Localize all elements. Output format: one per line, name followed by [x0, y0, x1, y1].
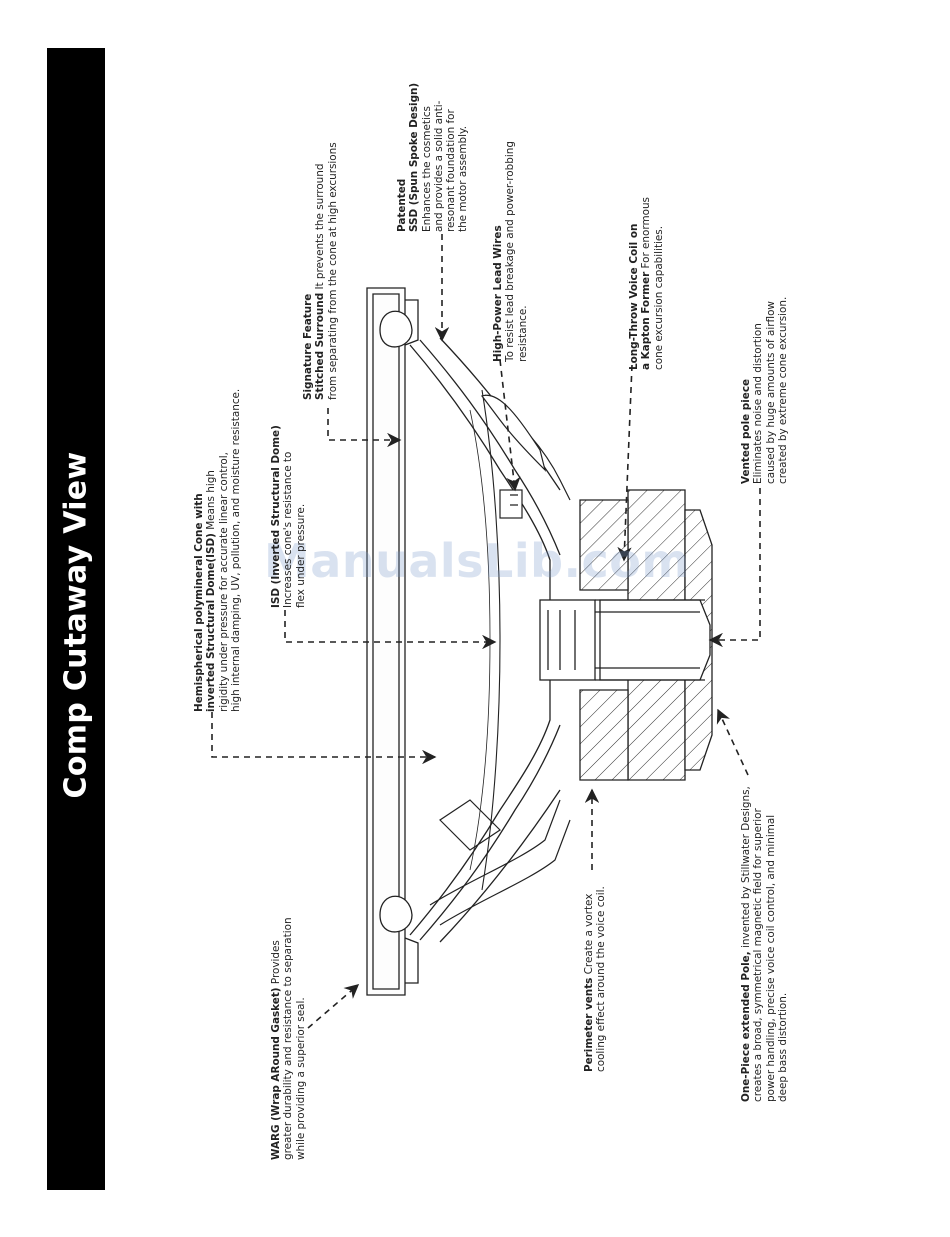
cone: [409, 337, 561, 943]
lead-wire: [481, 394, 547, 519]
leader-lines: [211, 234, 761, 1029]
title-bar: [47, 48, 105, 1190]
label-lead-wires: High-Power Lead Wires To resist lead bre…: [492, 141, 529, 362]
label-isd: ISD (Inverted Structural Dome) Increases…: [270, 425, 307, 608]
magnet-assembly: [579, 489, 713, 781]
label-vented-pole: Vented pole piece Eliminates noise and d…: [740, 296, 789, 484]
label-stitched-surround: Signature Feature Stitched Surround It p…: [302, 142, 339, 400]
label-perimeter-vents: Perimeter vents Create a vortex cooling …: [583, 886, 608, 1072]
pole-piece: [539, 599, 705, 681]
label-cone: Hemispherical polymineral Cone with inve…: [193, 388, 242, 712]
surround: [379, 310, 413, 933]
label-one-piece-pole: One-Piece extended Pole, invented by Sti…: [740, 786, 789, 1102]
watermark: ManualsLib.com: [264, 534, 690, 588]
label-ssd: Patented SSD (Spun Spoke Design) Enhance…: [396, 82, 470, 232]
label-voice-coil: Long-Throw Voice Coil on a Kapton Former…: [628, 197, 665, 370]
label-warg: WARG (Wrap ARound Gasket) Provides great…: [270, 917, 307, 1160]
